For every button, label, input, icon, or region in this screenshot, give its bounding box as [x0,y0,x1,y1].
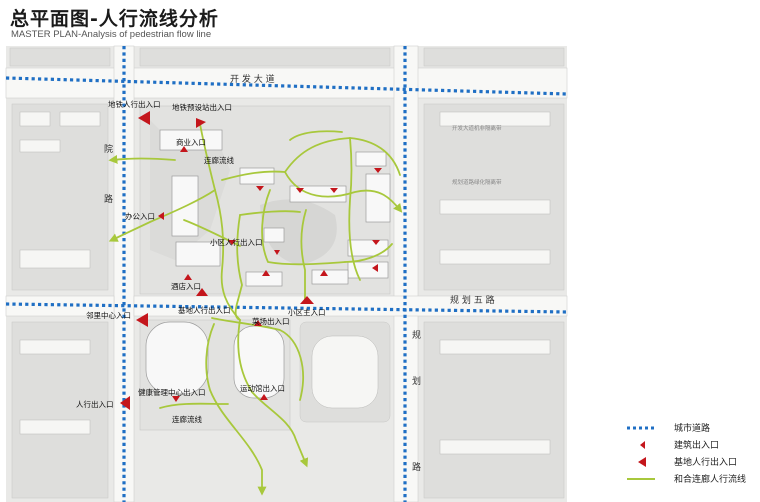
road-label-south-east: 规 划 五 路 [450,294,495,306]
road-label-west-2: 路 [104,193,113,205]
label-hotel-entrance: 酒店入口 [171,281,201,291]
label-commercial-entrance: 商业入口 [176,137,206,147]
large-red-triangle-icon [638,457,646,467]
plan-labels: 地铁人行出入口 地铁预设站出入口 商业入口 连廊流线 办公入口 小区人行出入口 … [76,99,326,424]
legend-item-base-entrance: 基地人行出入口 [626,454,760,471]
context-buildings [19,111,551,455]
dotted-blue-line-icon [627,426,655,430]
road-label-east-small: 规划道路绿化隔离带 [452,178,502,186]
label-district-main-entrance: 小区主入口 [288,307,326,317]
label-corridor-flow-2: 连廊流线 [172,414,202,424]
label-corridor-flow-1: 连廊流线 [204,155,234,165]
base-entrance-markers [120,111,314,410]
road-label-west-1: 院 [104,143,113,155]
road-label-vertical-1: 规 [412,330,421,341]
label-market-entrance: 菜场出入口 [252,316,290,326]
road-labels: 开 发 大 道 开发大道机非隔离带 院 路 规划道路绿化隔离带 规 划 五 路 … [104,73,502,473]
legend: 城市道路 建筑出入口 基地人行出入口 和合连廊人行流线 [626,420,760,488]
label-stadium-entrance: 运动馆出入口 [240,383,285,393]
road-label-north: 开 发 大 道 [230,73,275,85]
road-label-vertical-3: 路 [412,461,421,473]
label-ground-entrance-1: 地铁人行出入口 [108,99,161,109]
green-line-icon [627,478,655,480]
page-title: 总平面图-人行流线分析 [10,8,219,30]
small-red-triangle-icon [640,441,645,449]
legend-item-flow-line: 和合连廊人行流线 [626,471,760,488]
city-roads [5,46,568,502]
label-office-entrance: 办公入口 [125,211,155,221]
legend-item-city-road: 城市道路 [626,420,760,437]
legend-item-building-entrance: 建筑出入口 [626,437,760,454]
label-ground-entrance-3: 人行出入口 [76,399,114,409]
label-neighborhood-entrance: 邻里中心入口 [86,310,131,320]
label-district-entrance-1: 小区人行出入口 [210,237,263,247]
label-metro-entrance: 地铁预设站出入口 [172,102,232,112]
label-ground-entrance-2: 基地人行出入口 [178,305,231,315]
pedestrian-flow-lines [108,123,403,496]
legend-label: 城市道路 [674,424,711,434]
building-entrance-markers [158,146,382,402]
label-health-center-entrance: 健康管理中心出入口 [138,387,206,397]
road-label-north-small: 开发大道机非隔离带 [452,124,502,132]
page-subtitle: MASTER PLAN-Analysis of pedestrian flow … [11,29,212,40]
legend-label: 基地人行出入口 [674,458,738,468]
road-label-vertical-2: 划 [412,375,421,387]
legend-label: 和合连廊人行流线 [674,475,747,485]
legend-label: 建筑出入口 [674,441,720,451]
